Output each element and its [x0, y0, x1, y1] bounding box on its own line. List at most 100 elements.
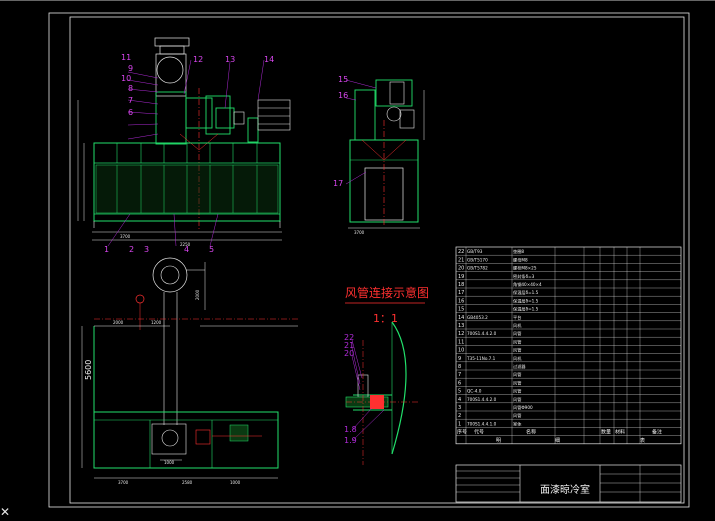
bom-row-no: 1	[458, 421, 461, 427]
side-elevation-view	[345, 79, 425, 229]
callout-5: 5	[209, 245, 214, 254]
callout-22: 22	[344, 333, 354, 342]
dim-text-7: 2580	[182, 480, 193, 485]
bom-row-no: 17	[458, 290, 464, 296]
bom-row-no: 11	[458, 339, 464, 345]
bom-header-cell: 数量	[601, 429, 611, 436]
close-icon[interactable]: ✕	[0, 505, 11, 519]
bom-row-name: 螺栓M8×25	[513, 265, 537, 272]
callout-16: 16	[338, 91, 348, 100]
callout-8: 8	[128, 84, 133, 93]
bom-row-name: 密封条δ=3	[513, 273, 535, 280]
callout-4: 4	[184, 245, 189, 254]
bom-row-no: 7	[458, 372, 461, 378]
callout-1: 1	[104, 245, 109, 254]
bom-row-name: 风管	[513, 347, 521, 354]
bom-row-no: 4	[458, 397, 461, 403]
bom-header-cell: 备注	[652, 429, 662, 436]
dim-text-10: 2000	[195, 289, 200, 300]
bom-row-name: 垫圈8	[513, 248, 524, 255]
plan-view	[81, 257, 298, 479]
bom-row-no: 5	[458, 389, 461, 395]
dimension-5600: 5600	[84, 360, 93, 380]
bom-row-no: 6	[458, 380, 461, 386]
dim-text-4: 2000	[113, 320, 124, 325]
callout-7: 7	[128, 96, 133, 105]
bom-row-code: QC-4.0	[467, 389, 482, 394]
bom-row-code: GB/T5170	[467, 257, 488, 262]
bom-row-no: 16	[458, 298, 464, 304]
bom-row-no: 21	[458, 257, 464, 263]
bom-footer-cell: 细	[555, 437, 560, 444]
bom-row-name: 保温层δ=1.5	[513, 289, 539, 296]
bom-row-no: 13	[458, 323, 464, 329]
callout-17: 17	[333, 179, 343, 188]
bom-row-name: 风机	[513, 355, 522, 362]
bom-row-name: 过滤器	[513, 363, 526, 370]
bom-row-code: T35-11No.7.1	[466, 356, 496, 361]
callout-12: 12	[193, 55, 203, 64]
bom-header-cell: 名称	[526, 429, 536, 436]
bom-row-no: 8	[458, 364, 461, 370]
dim-text-9: 1000	[230, 480, 241, 485]
bom-row-code: 700S1.4.4.1.0	[467, 421, 497, 426]
bom-row-no: 18	[458, 282, 464, 288]
bom-row-name: 风管	[513, 330, 521, 337]
bom-row-no: 10	[458, 348, 464, 354]
dim-text-8: 3700	[118, 480, 129, 485]
callout-14: 14	[264, 55, 274, 64]
bom-row-no: 3	[458, 405, 461, 411]
sheet-outer-border	[48, 12, 690, 508]
callout-20: 20	[344, 349, 354, 358]
bom-row-name: 风管	[513, 412, 521, 419]
bom-row-no: 2	[458, 413, 461, 419]
bom-row-no: 12	[458, 331, 464, 337]
bom-row-name: 风机	[513, 322, 522, 329]
bom-row-name: 角钢40×40×4	[513, 281, 542, 288]
bom-footer-cell: 明	[496, 438, 501, 444]
bom-row-code: GB/T93	[467, 249, 483, 254]
bom-row-no: 20	[458, 266, 464, 272]
callout-15: 15	[338, 75, 348, 84]
bom-row-code: GB/T5782	[467, 266, 488, 271]
title-block	[455, 464, 682, 503]
bom-row-no: 19	[458, 274, 464, 280]
bom-row-name: 风管	[513, 338, 521, 345]
bom-row-name: 保温层δ=1.5	[513, 297, 539, 304]
bom-row-no: 22	[458, 249, 464, 255]
callout-11: 11	[121, 53, 131, 62]
callout-9: 9	[128, 64, 133, 73]
bom-row-name: 风管	[513, 396, 521, 403]
bom-header-cell: 代号	[474, 429, 484, 436]
sheet-inner-border	[69, 16, 685, 504]
bom-header-cell: 序号	[457, 429, 467, 436]
bom-row-name: 保温层δ=1.5	[513, 306, 539, 313]
bom-row-code: GB4053.2	[467, 315, 488, 320]
bom-row-no: 14	[458, 315, 464, 321]
dim-text-5: 1200	[151, 320, 162, 325]
bom-row-code: 700S1.4.4.2.0	[467, 331, 497, 336]
callout-2: 2	[129, 245, 134, 254]
callout-1-9: 1.9	[344, 436, 357, 445]
section-scale: 1：1	[373, 312, 398, 325]
callout-21: 21	[344, 341, 354, 350]
bom-row-name: 风管	[513, 379, 521, 386]
callout-3: 3	[144, 245, 149, 254]
callout-1-8: 1.8	[344, 425, 357, 434]
callout-6: 6	[128, 108, 133, 117]
bom-row-no: 9	[458, 356, 461, 362]
dim-text-2: 2250	[180, 242, 191, 247]
callout-13: 13	[225, 55, 235, 64]
bom-header-cell: 材料	[615, 429, 625, 436]
bom-row-name: 风管Φ900	[513, 404, 533, 411]
callout-10: 10	[121, 74, 131, 83]
bom-row-code: 700S1.4.4.2.0	[467, 397, 497, 402]
title-block-name: 面漆晾冷室	[540, 483, 590, 496]
dim-text-1: 3700	[120, 234, 131, 239]
bom-row-name: 风管	[513, 388, 521, 395]
dim-text-6: 1000	[164, 460, 175, 465]
bom-row-name: 风管	[513, 371, 521, 378]
bom-footer-cell: 表	[640, 437, 645, 444]
